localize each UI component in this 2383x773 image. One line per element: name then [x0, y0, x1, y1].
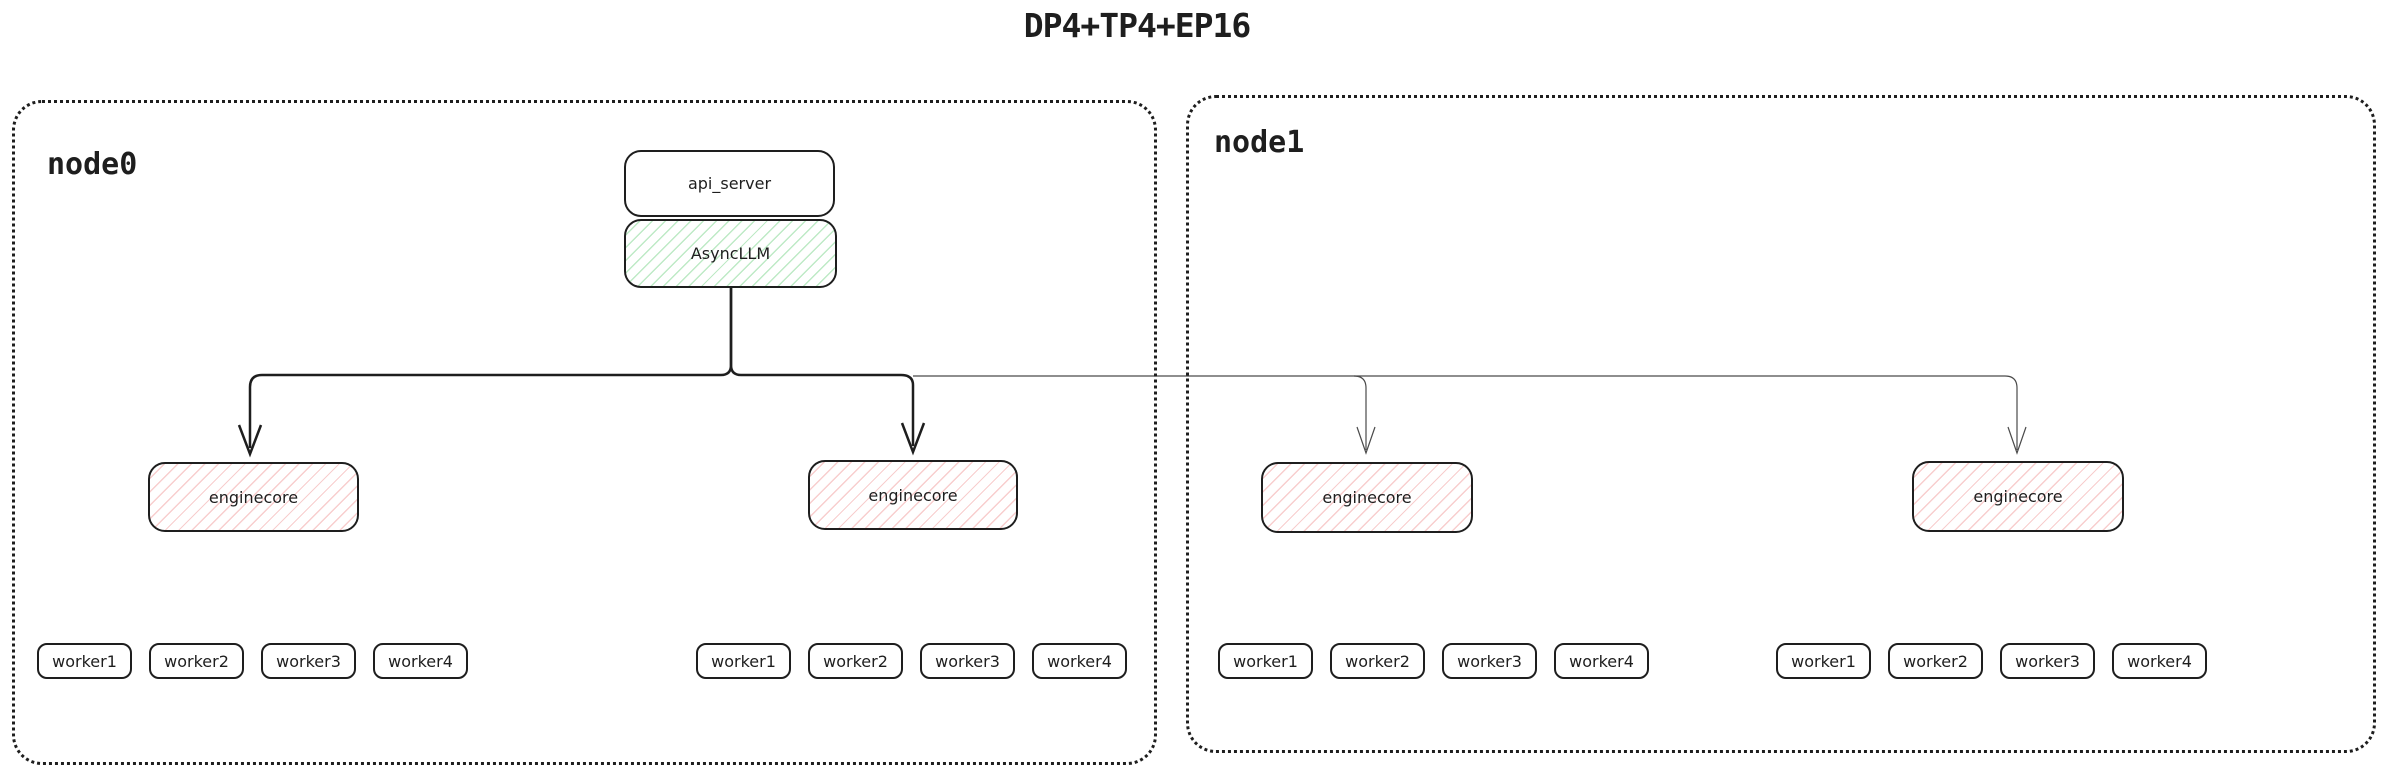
worker-box: worker3 — [920, 643, 1015, 679]
asyncllm-box: AsyncLLM — [624, 219, 837, 288]
worker-box: worker1 — [696, 643, 791, 679]
node0-container: node0 — [12, 100, 1157, 765]
worker-box: worker1 — [1776, 643, 1871, 679]
worker-box: worker3 — [261, 643, 356, 679]
enginecore-label: enginecore — [1973, 487, 2063, 506]
worker-box: worker4 — [373, 643, 468, 679]
worker-box: worker2 — [149, 643, 244, 679]
worker-box: worker3 — [1442, 643, 1537, 679]
node0-enginecore2-box: enginecore — [808, 460, 1018, 530]
worker-box: worker4 — [1032, 643, 1127, 679]
node0-worker-group-1: worker1 worker2 worker3 worker4 — [37, 643, 468, 679]
node0-worker-group-2: worker1 worker2 worker3 worker4 — [696, 643, 1127, 679]
node0-enginecore1-box: enginecore — [148, 462, 359, 532]
enginecore-label: enginecore — [1322, 488, 1412, 507]
api-server-box: api_server — [624, 150, 835, 217]
node1-worker-group-1: worker1 worker2 worker3 worker4 — [1218, 643, 1649, 679]
node1-worker-group-2: worker1 worker2 worker3 worker4 — [1776, 643, 2207, 679]
diagram-title: DP4+TP4+EP16 — [1023, 6, 1251, 45]
worker-box: worker4 — [2112, 643, 2207, 679]
asyncllm-label: AsyncLLM — [690, 244, 771, 263]
api-server-label: api_server — [687, 174, 772, 193]
worker-box: worker1 — [1218, 643, 1313, 679]
node1-enginecore1-box: enginecore — [1261, 462, 1473, 533]
worker-box: worker2 — [808, 643, 903, 679]
node1-label: node1 — [1214, 125, 1305, 160]
worker-box: worker2 — [1330, 643, 1425, 679]
node1-container: node1 — [1186, 95, 2376, 753]
worker-box: worker2 — [1888, 643, 1983, 679]
worker-box: worker4 — [1554, 643, 1649, 679]
worker-box: worker1 — [37, 643, 132, 679]
node0-label: node0 — [47, 147, 138, 182]
thin-connectors — [913, 375, 2027, 455]
worker-box: worker3 — [2000, 643, 2095, 679]
thick-connectors — [237, 288, 926, 458]
node1-enginecore2-box: enginecore — [1912, 461, 2124, 532]
enginecore-label: enginecore — [868, 485, 958, 505]
enginecore-label: enginecore — [208, 487, 299, 507]
